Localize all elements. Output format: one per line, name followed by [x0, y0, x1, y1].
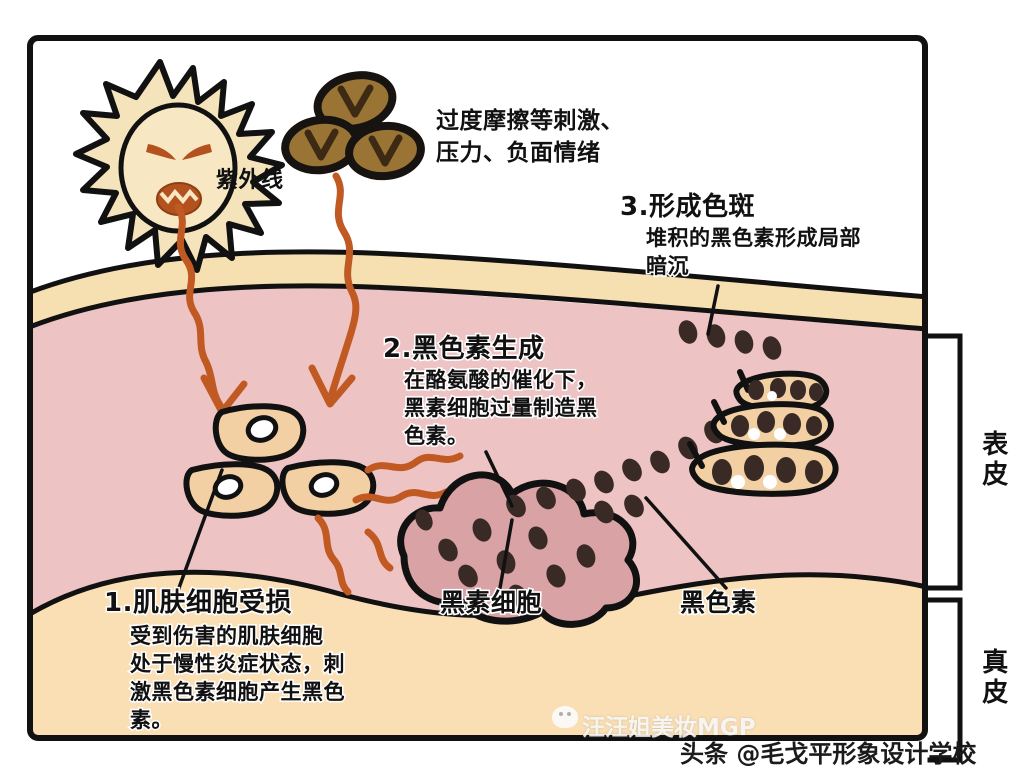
pigmented-keratinocyte-stack: [687, 369, 839, 497]
signal-squiggles: [314, 452, 464, 596]
friction-text-line2: 压力、负面情绪: [436, 140, 601, 166]
leader-melanocyte: [498, 518, 514, 590]
dermis-label: 真皮: [977, 648, 1008, 708]
epidermis-bracket: [927, 333, 963, 591]
dermis-layer: [30, 572, 925, 738]
step2-body-line3: 色素。: [403, 423, 470, 450]
leader-step2: [484, 450, 514, 508]
friction-text-line1: 过度摩擦等刺激、: [436, 108, 624, 134]
epidermis-layer: [30, 287, 925, 620]
corneum-epidermis-line: [30, 283, 925, 335]
skin-cross-section: [30, 249, 925, 738]
melanin-label: 黑色素: [679, 587, 758, 619]
step2-body-line2: 黑素细胞过量制造黑: [403, 395, 599, 422]
leader-step1: [174, 468, 224, 598]
melanocyte-cell: [397, 471, 640, 628]
figure-frame: [27, 35, 928, 741]
epidermis-label: 表皮: [977, 430, 1008, 490]
step1-body-line1: 受到伤害的肌肤细胞: [129, 623, 325, 650]
toutiao-watermark: 头条 @毛戈平形象设计学校: [680, 740, 977, 768]
step3-heading: 3.形成色斑: [619, 191, 756, 224]
step3-body-line1: 堆积的黑色素形成局部: [645, 225, 863, 252]
layer-brackets: [927, 333, 963, 763]
friction-oval-icon: [281, 71, 425, 181]
step2-body-line1: 在酪氨酸的催化下，: [403, 367, 599, 394]
step1-body-line3: 激黑色素细胞产生黑色: [129, 679, 347, 706]
step1-body-line2: 处于慢性炎症状态，刺: [129, 651, 347, 678]
leader-step3: [706, 284, 720, 336]
step1-body-line4: 素。: [129, 707, 175, 734]
step3-body-line2: 暗沉: [645, 253, 691, 280]
leader-lines: [174, 284, 728, 598]
skin-surface-line: [30, 249, 925, 303]
sun-angry-icon: [73, 59, 285, 273]
melanocyte-label: 黑素细胞: [438, 587, 543, 619]
leader-melanin: [644, 496, 728, 590]
wechat-badge-icon: [552, 706, 578, 728]
uv-label: 紫外线: [216, 168, 284, 193]
damaged-skin-cells: [183, 403, 377, 519]
wechat-watermark: 汪汪姐美妆MGP: [582, 715, 756, 741]
step2-heading: 2.黑色素生成: [381, 333, 545, 366]
step1-heading: 1.肌肤细胞受损: [103, 587, 293, 620]
dermis-bracket: [927, 597, 963, 763]
surface-melanin-deposit: [678, 320, 782, 360]
